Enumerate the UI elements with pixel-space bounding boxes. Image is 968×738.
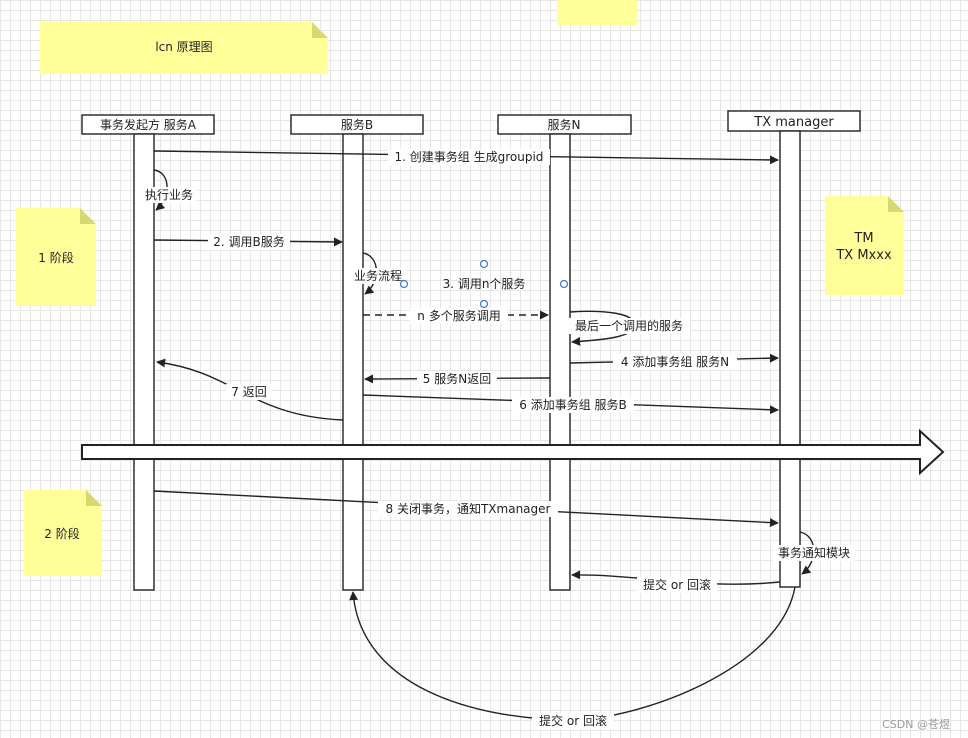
commit-1-label[interactable]: 提交 or 回滚 <box>643 577 711 592</box>
message-8-label[interactable]: 8 关闭事务，通知TXmanager <box>386 501 551 516</box>
commit-2-label-bg <box>532 713 614 729</box>
flow-label[interactable]: 业务流程 <box>354 268 402 283</box>
message-7-label[interactable]: 7 返回 <box>231 385 266 399</box>
message-7-label-bg <box>226 384 272 400</box>
selection-handle-left[interactable] <box>399 279 409 289</box>
participant-n[interactable]: 服务N <box>497 114 632 135</box>
message-1-label-bg <box>388 149 550 165</box>
message-8-label-bg <box>378 501 558 517</box>
message-3-label[interactable]: 3. 调用n个服务 <box>443 276 526 291</box>
note-phase1-text: 1 阶段 <box>38 250 73 265</box>
message-5-label[interactable]: 5 服务N返回 <box>423 371 491 386</box>
note-top-blank[interactable] <box>557 0 637 25</box>
note-tm-line1: TM <box>853 231 873 246</box>
notify-label[interactable]: 事务通知模块 <box>778 545 850 560</box>
exec-self-loop-arrow[interactable] <box>153 169 168 211</box>
message-1-label[interactable]: 1. 创建事务组 生成groupid <box>395 149 544 164</box>
commit-to-b-arrow[interactable] <box>349 586 796 721</box>
exec-label-bg <box>141 187 197 203</box>
selection-handle-bottom[interactable] <box>479 299 489 309</box>
last-called-label[interactable]: 最后一个调用的服务 <box>575 318 683 333</box>
note-tm[interactable]: TM TX Mxxx <box>825 196 904 295</box>
note-title-text: lcn 原理图 <box>155 40 212 54</box>
message-6-label-bg <box>512 397 634 413</box>
watermark-text: CSDN @苍煜 <box>882 718 950 731</box>
participant-tm-label: TX manager <box>753 115 834 130</box>
message-n-label[interactable]: n 多个服务调用 <box>417 308 500 323</box>
participant-b-label: 服务B <box>341 117 373 132</box>
participant-tm[interactable]: TX manager <box>727 110 861 132</box>
selection-handle-top[interactable] <box>479 259 489 269</box>
commit-1-label-bg <box>637 577 717 593</box>
message-5-label-bg <box>417 371 497 387</box>
message-n-label-bg <box>410 308 508 324</box>
note-title[interactable]: lcn 原理图 <box>40 22 328 74</box>
note-phase2-text: 2 阶段 <box>44 526 79 541</box>
flow-label-bg <box>350 268 406 284</box>
note-tm-line2: TX Mxxx <box>835 248 892 263</box>
selection-handle-right[interactable] <box>559 279 569 289</box>
exec-label[interactable]: 执行业务 <box>145 187 193 202</box>
message-4-label-bg <box>613 354 737 370</box>
message-2-label[interactable]: 2. 调用B服务 <box>213 234 285 249</box>
message-6-label[interactable]: 6 添加事务组 服务B <box>519 397 627 412</box>
phase-separator-arrow[interactable] <box>81 428 945 476</box>
message-4-label[interactable]: 4 添加事务组 服务N <box>621 354 729 369</box>
note-phase2[interactable]: 2 阶段 <box>24 490 102 576</box>
commit-2-label[interactable]: 提交 or 回滚 <box>539 713 607 728</box>
lifeline-a[interactable] <box>133 133 155 591</box>
participant-n-label: 服务N <box>548 117 581 132</box>
message-2-label-bg <box>208 234 290 250</box>
participant-a-label: 事务发起方 服务A <box>100 117 197 132</box>
last-called-label-bg <box>568 318 690 334</box>
lifeline-tm[interactable] <box>779 130 801 588</box>
note-phase1[interactable]: 1 阶段 <box>16 208 96 306</box>
lifeline-n[interactable] <box>549 133 571 591</box>
notify-label-bg <box>773 545 855 561</box>
lifeline-b[interactable] <box>342 133 364 591</box>
participant-a[interactable]: 事务发起方 服务A <box>81 114 215 135</box>
participant-b[interactable]: 服务B <box>290 114 424 135</box>
